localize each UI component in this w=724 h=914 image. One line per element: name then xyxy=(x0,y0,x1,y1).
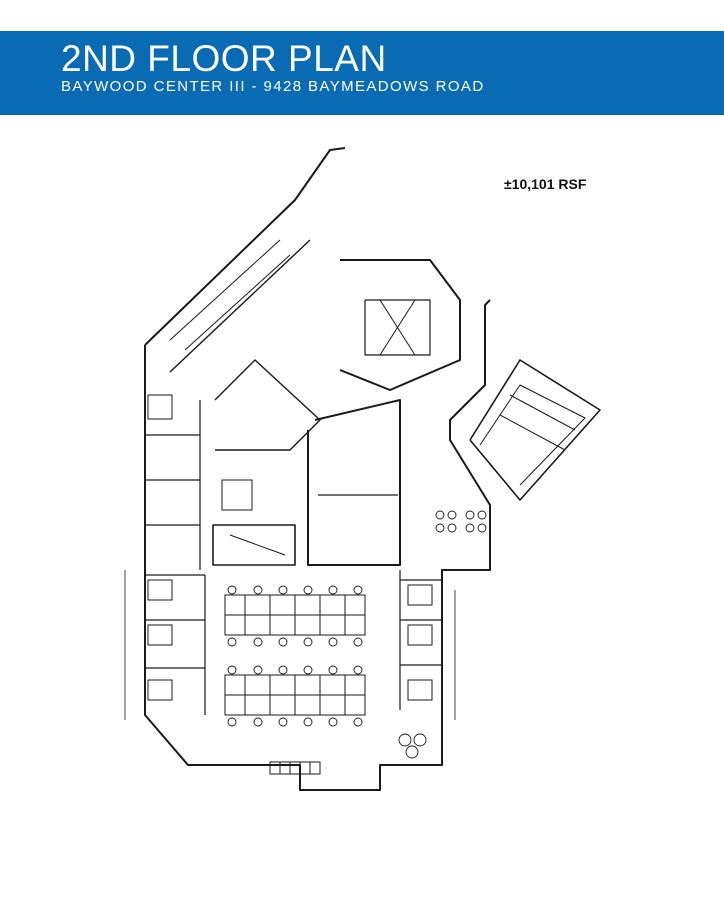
area-label: ±10,101 RSF xyxy=(504,176,587,192)
outer-walls xyxy=(124,147,601,791)
break-area xyxy=(147,394,433,775)
page-title: 2ND FLOOR PLAN xyxy=(61,38,387,79)
floor-plan-drawing xyxy=(124,147,601,791)
chairs xyxy=(227,510,487,759)
workstations xyxy=(169,239,576,716)
page-subtitle: BAYWOOD CENTER III - 9428 BAYMEADOWS ROA… xyxy=(61,78,485,95)
header-banner xyxy=(0,31,724,115)
